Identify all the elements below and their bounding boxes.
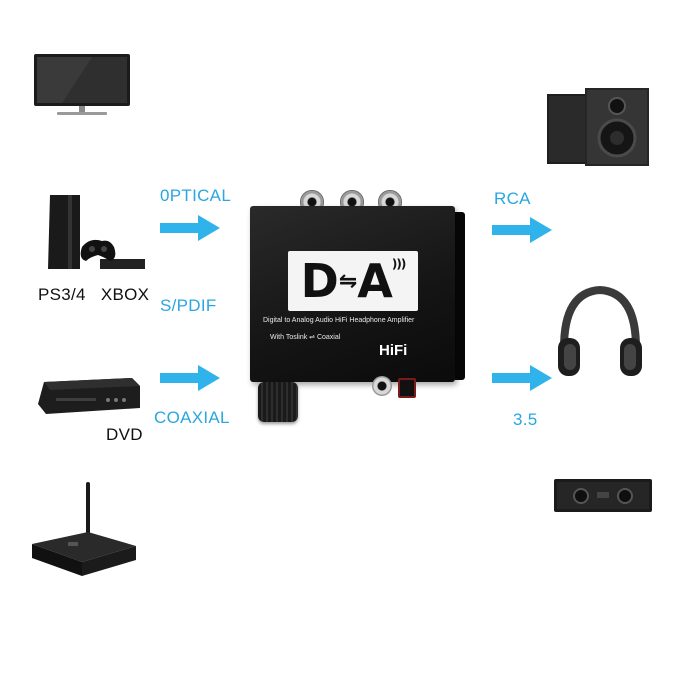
rca-arrow-icon xyxy=(492,217,552,243)
optical-label: 0PTICAL xyxy=(160,186,232,205)
volume-knob[interactable] xyxy=(258,382,298,422)
headphones-image xyxy=(550,282,650,382)
logo-letter-a: A xyxy=(357,254,393,308)
hifi-badge: HiFi xyxy=(379,342,408,359)
coaxial-port xyxy=(372,376,392,396)
speakers-image xyxy=(545,86,655,168)
dvd-label: DVD xyxy=(106,425,143,444)
dvd-player-image xyxy=(36,372,142,420)
tv-image xyxy=(32,52,132,122)
jack-label: 3.5 xyxy=(513,410,538,429)
game-console-image xyxy=(40,193,150,273)
optical-arrow-icon xyxy=(160,215,220,241)
sound-wave-icon: ))) xyxy=(391,257,406,271)
dac-logo: D ⇋ A ))) xyxy=(288,251,418,311)
amplifier-image xyxy=(553,478,653,514)
device-subtitle: Digital to Analog Audio HiFi Headphone A… xyxy=(263,317,415,324)
coaxial-arrow-icon xyxy=(160,365,220,391)
spdif-label: S/PDIF xyxy=(160,296,217,315)
logo-letter-d: D xyxy=(300,254,339,308)
device-subtitle-2: With Toslink ⇌ Coaxial xyxy=(270,334,341,341)
console-label: PS3/4 XBOX xyxy=(38,285,150,304)
media-box-image xyxy=(28,480,140,582)
optical-port xyxy=(398,378,416,398)
rca-label: RCA xyxy=(494,189,531,208)
jack-arrow-icon xyxy=(492,365,552,391)
convert-arrows-icon: ⇋ xyxy=(338,268,357,294)
dac-side-panel xyxy=(455,212,465,380)
coaxial-label: COAXIAL xyxy=(154,408,230,427)
